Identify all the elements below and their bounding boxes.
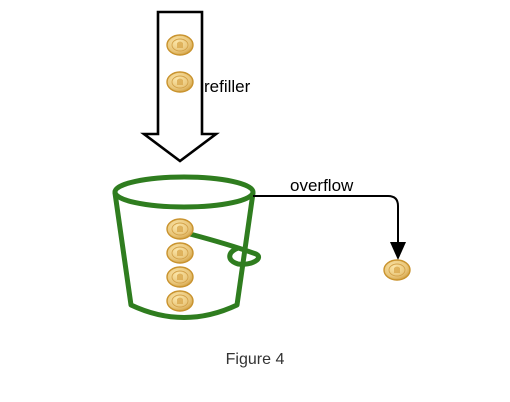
bucket-rim [112,174,256,210]
bucket-coin [166,242,194,264]
bucket-coin [166,218,194,240]
refiller-coin [166,71,194,93]
bucket [112,174,262,320]
bucket-body [112,190,256,320]
bucket-coin [166,266,194,288]
bucket-coin [166,290,194,312]
bucket-handle [187,231,262,267]
figure-caption: Figure 4 [226,351,285,368]
overflow-label: overflow [290,176,354,195]
overflow-coin [383,259,411,281]
overflow-arrow [253,195,406,260]
refiller-coin [166,34,194,56]
refiller-label: refiller [204,77,251,96]
